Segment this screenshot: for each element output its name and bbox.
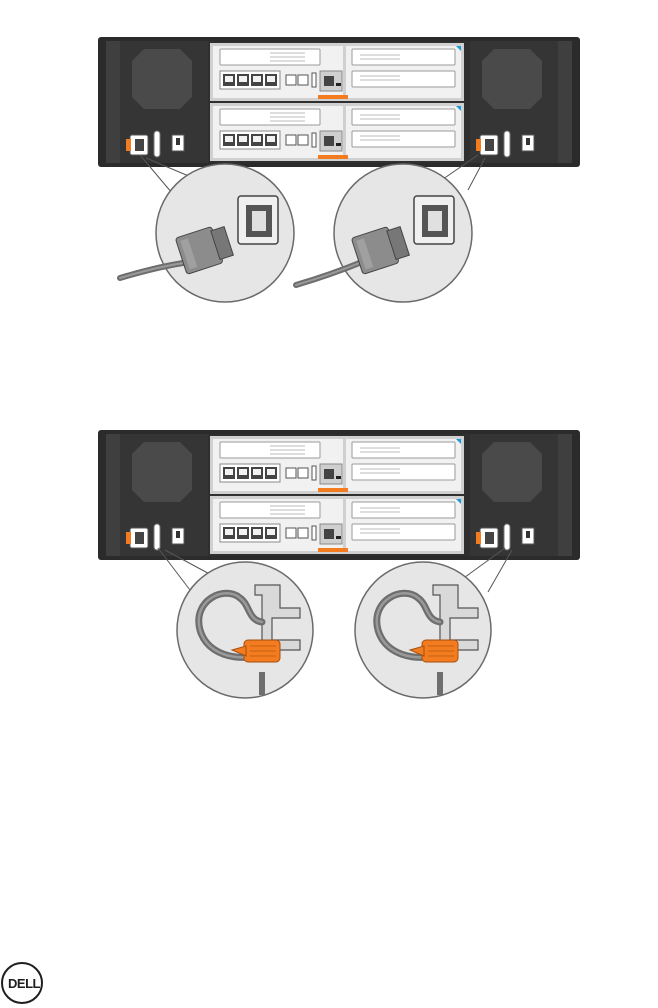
figure-connect-power-cables — [98, 37, 580, 302]
figure-secure-power-cables — [98, 430, 580, 698]
storage-enclosure-rear — [98, 37, 580, 167]
controller-module-top — [210, 43, 464, 101]
dell-logo-icon: DELL — [0, 960, 48, 1008]
inset-cable-strap-right — [355, 562, 491, 698]
storage-enclosure-rear — [98, 430, 580, 560]
inset-power-plug-left — [120, 164, 294, 302]
inset-cable-strap-left — [177, 562, 313, 698]
inset-power-plug-right — [296, 164, 472, 302]
dell-logo-text: DELL — [0, 960, 48, 1008]
controller-module-bottom — [210, 103, 464, 161]
controller-module-top — [210, 436, 464, 494]
controller-module-bottom — [210, 496, 464, 554]
